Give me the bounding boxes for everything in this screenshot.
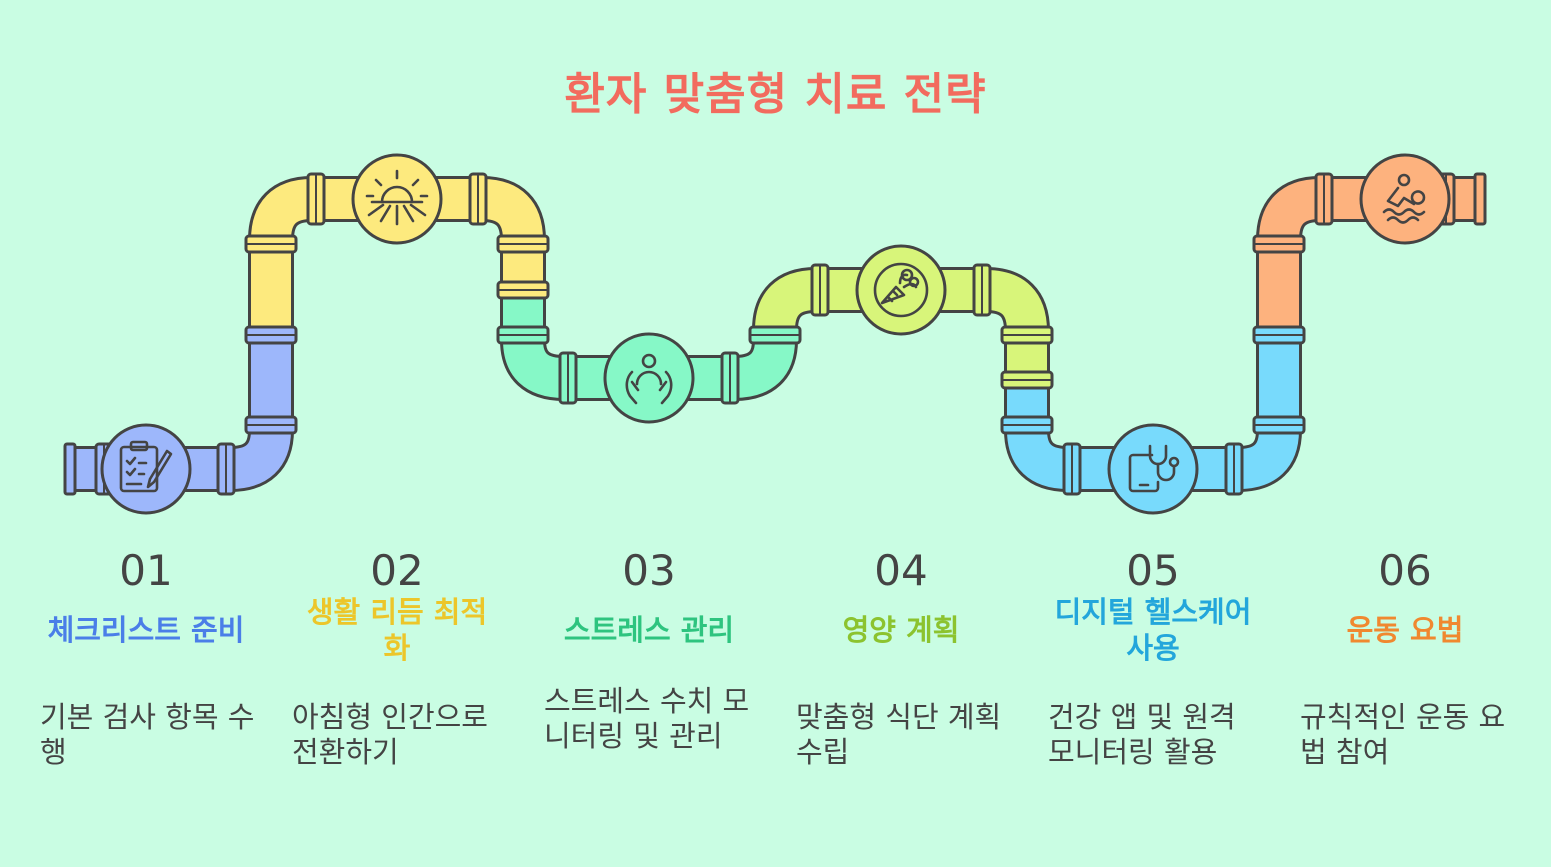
care-hands-icon-circle [603, 332, 695, 424]
step-3-label: 스트레스 관리 [563, 613, 735, 647]
pipe-end-cap [63, 442, 77, 496]
care-hands-icon [603, 332, 695, 424]
clipboard-icon [100, 423, 192, 515]
step-5-description: 건강 앱 및 원격 모니터링 활용 [1048, 700, 1236, 769]
page-title: 환자 맞춤형 치료 전략 [564, 69, 987, 120]
step-2-number: 02 [370, 546, 424, 595]
step-1-number: 01 [119, 546, 173, 595]
step-1-description: 기본 검사 항목 수행 [40, 700, 255, 769]
step-2-label: 생활 리듬 최적화 [306, 595, 488, 665]
step-2-description: 아침형 인간으로 전환하기 [292, 700, 488, 769]
stethoscope-tablet-icon [1107, 423, 1199, 515]
sunrise-icon [351, 153, 443, 245]
step-3-number: 03 [622, 546, 676, 595]
step-4-label: 영양 계획 [842, 613, 960, 647]
step-6-number: 06 [1378, 546, 1432, 595]
vegetables-icon-circle [855, 244, 947, 336]
step-5-number: 05 [1126, 546, 1180, 595]
step-4-number: 04 [874, 546, 928, 595]
step-6-label: 운동 요법 [1346, 613, 1464, 647]
vegetables-icon [855, 244, 947, 336]
sunrise-icon-circle [351, 153, 443, 245]
step-5-label: 디지털 헬스케어 사용 [1054, 595, 1252, 665]
step-4-description: 맞춤형 식단 계획 수립 [796, 700, 1002, 769]
stethoscope-tablet-icon-circle [1107, 423, 1199, 515]
pipe-end-cap [1473, 172, 1487, 226]
swimming-icon [1359, 153, 1451, 245]
clipboard-icon-circle [100, 423, 192, 515]
step-3-description: 스트레스 수치 모니터링 및 관리 [544, 684, 750, 753]
step-1-label: 체크리스트 준비 [47, 613, 245, 647]
step-6-description: 규칙적인 운동 요법 참여 [1300, 700, 1506, 769]
pipe-clamps [63, 172, 1487, 496]
